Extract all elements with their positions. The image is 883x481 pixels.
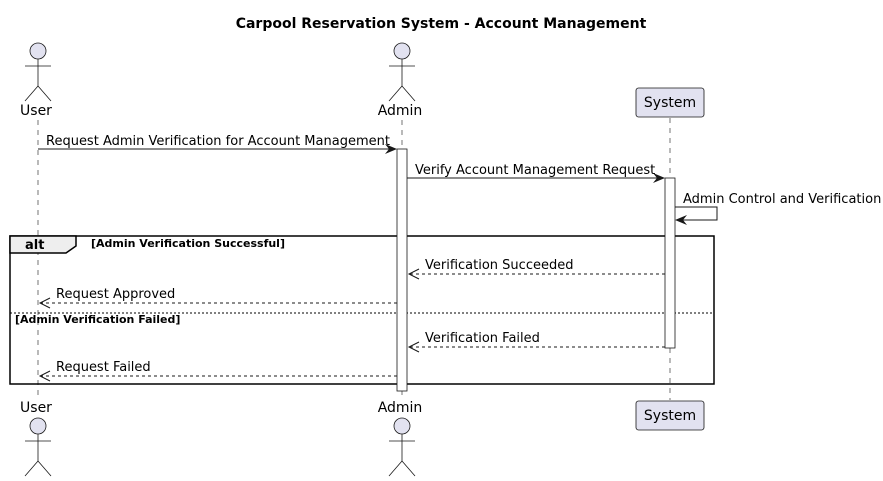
message-verify-request: Verify Account Management Request (407, 163, 665, 183)
message-label: Verification Succeeded (425, 258, 573, 273)
message-verification-succeeded: Verification Succeeded (407, 258, 665, 280)
arrow-head (38, 297, 51, 309)
participant-label: User (20, 103, 52, 119)
participant-system-bottom: System (635, 400, 705, 431)
message-request-failed: Request Failed (38, 360, 397, 382)
alt-frame (9, 235, 715, 385)
arrow-head (675, 215, 687, 225)
message-arrow (675, 206, 718, 221)
message-label: Request Failed (56, 360, 151, 375)
message-request-approved: Request Approved (38, 287, 397, 309)
admin-activation-bar (396, 148, 408, 392)
actor-admin-bottom: Admin (378, 400, 423, 477)
actor-user-top: User (20, 42, 52, 119)
arrow-head (38, 370, 51, 382)
message-label: Request Approved (56, 287, 175, 302)
participant-label: User (20, 400, 52, 416)
arrow-head (407, 268, 420, 280)
actor-head-icon (29, 42, 47, 60)
actor-head-icon (29, 417, 47, 435)
arrow-head (407, 341, 420, 353)
participant-label: Admin (378, 103, 423, 119)
participant-label: Admin (378, 400, 423, 416)
message-self-verification: Admin Control and Verification (675, 192, 881, 225)
message-verification-failed: Verification Failed (407, 331, 665, 353)
alt-guard-success: [Admin Verification Successful] (91, 237, 285, 250)
arrow-head (653, 173, 665, 183)
actor-head-icon (393, 417, 411, 435)
alt-keyword: alt (25, 238, 44, 253)
alt-guard-failed: [Admin Verification Failed] (15, 313, 180, 326)
message-label: Verification Failed (425, 331, 540, 346)
alt-fragment: alt [Admin Verification Successful] [Adm… (9, 235, 715, 385)
participant-label: System (644, 408, 696, 424)
participant-box (635, 400, 705, 431)
arrow-head (385, 144, 397, 154)
message-label: Request Admin Verification for Account M… (46, 134, 390, 149)
system-activation-bar (664, 177, 676, 349)
message-label: Verify Account Management Request (415, 163, 655, 178)
message-label: Admin Control and Verification (683, 192, 881, 207)
actor-user-bottom: User (20, 400, 52, 477)
actor-head-icon (393, 42, 411, 60)
participant-system-top: System (635, 87, 705, 118)
message-request-verification: Request Admin Verification for Account M… (38, 134, 397, 154)
participant-box (635, 87, 705, 118)
alt-tab (9, 235, 77, 254)
diagram-title: Carpool Reservation System - Account Man… (236, 16, 647, 32)
actor-admin-top: Admin (378, 42, 423, 119)
participant-label: System (644, 95, 696, 111)
